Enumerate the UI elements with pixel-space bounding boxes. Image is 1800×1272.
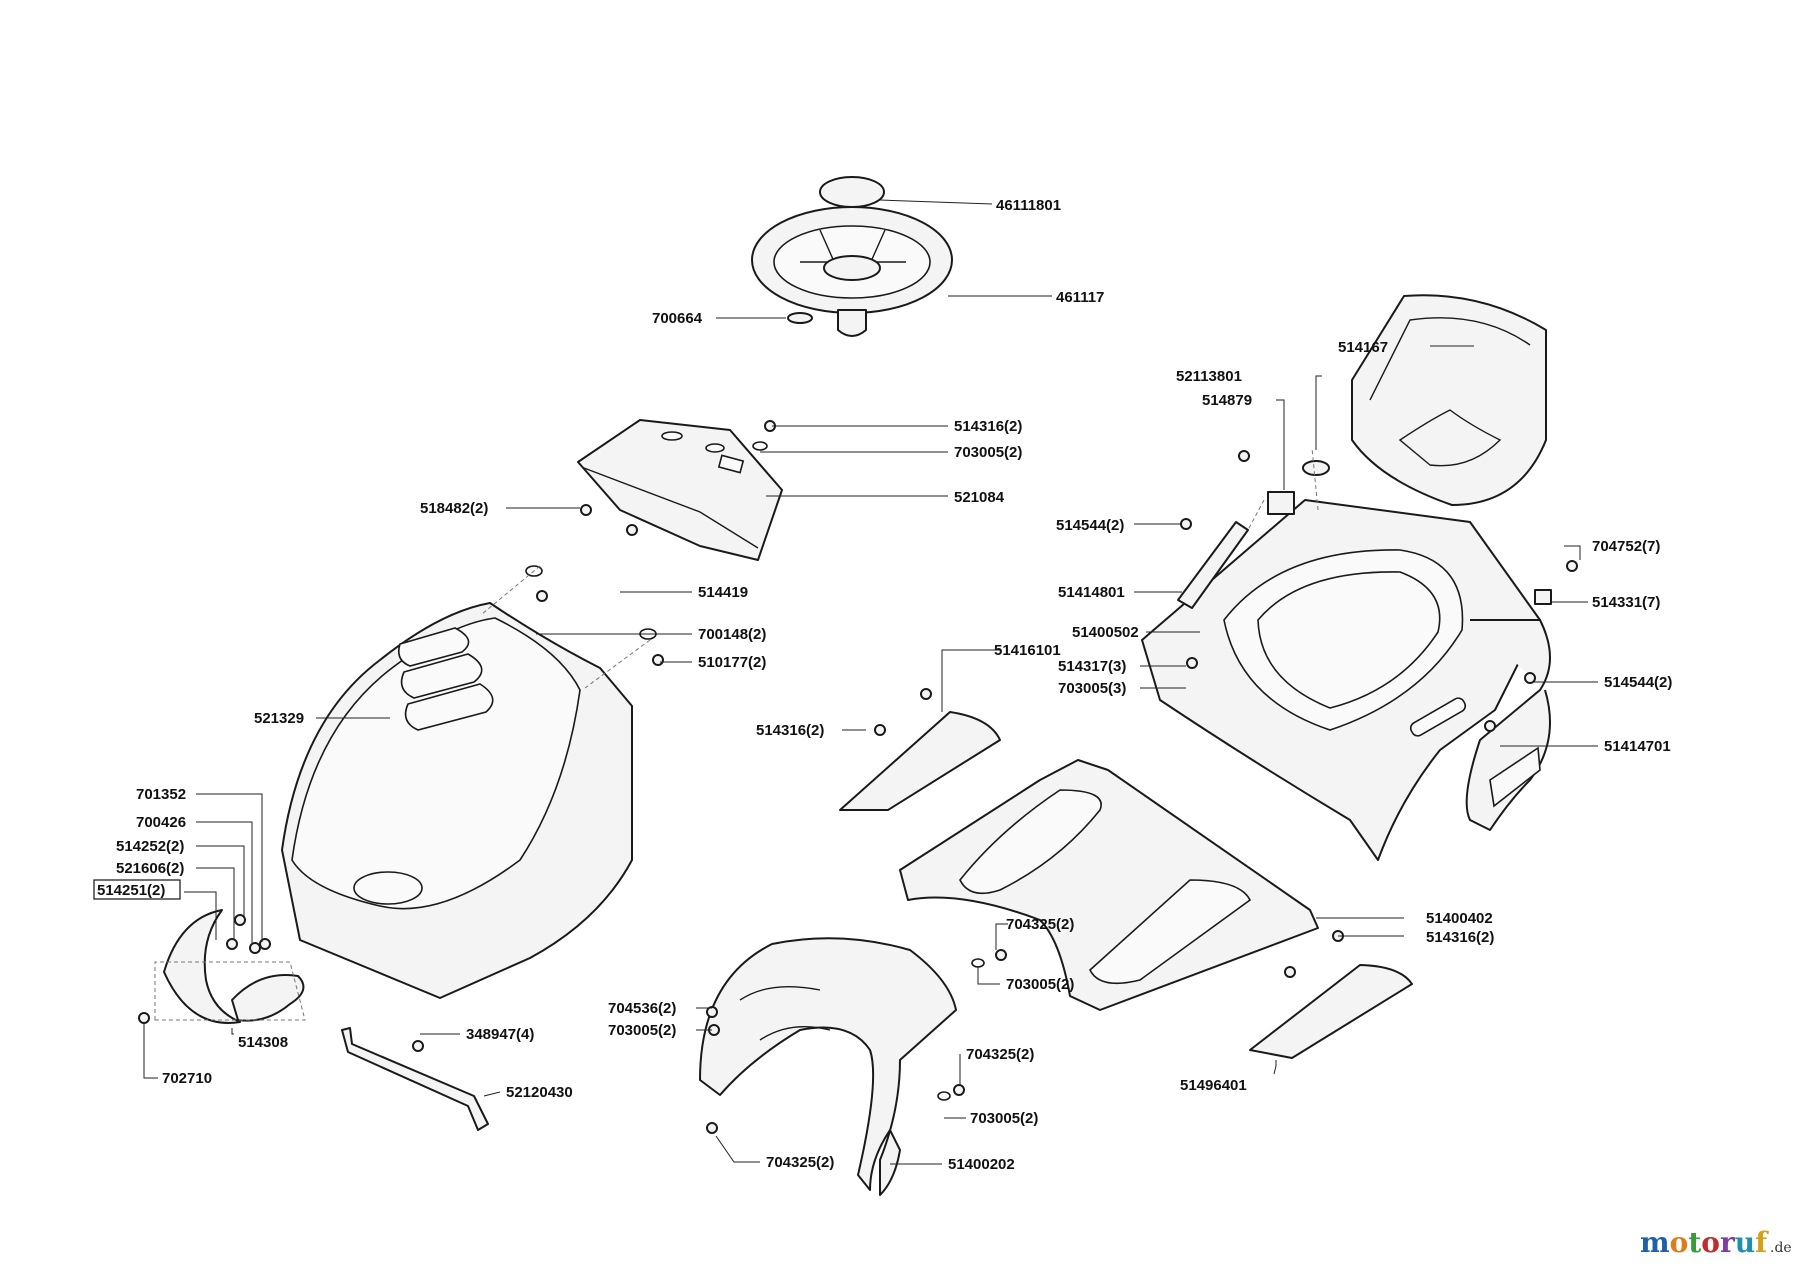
brand-letter: r xyxy=(1720,1226,1736,1259)
label-702710: 702710 xyxy=(162,1070,212,1087)
label-518482: 518482(2) xyxy=(420,500,488,517)
clip-514331 xyxy=(1534,589,1552,605)
label-514879: 514879 xyxy=(1202,392,1252,409)
steering-cap xyxy=(819,176,885,208)
label-514419: 514419 xyxy=(698,584,748,601)
label-703005-top: 703005(2) xyxy=(954,444,1022,461)
label-51400502: 51400502 xyxy=(1072,624,1139,641)
front-hood xyxy=(281,602,633,999)
brand-suffix: .de xyxy=(1770,1240,1792,1256)
label-703005-mid: 703005(3) xyxy=(1058,680,1126,697)
label-704325-b: 704325(2) xyxy=(966,1046,1034,1063)
label-514251: 514251(2) xyxy=(97,882,165,899)
brand-letter: t xyxy=(1688,1226,1701,1259)
label-703005-frame: 703005(2) xyxy=(608,1022,676,1039)
label-51414801: 51414801 xyxy=(1058,584,1125,601)
label-700148: 700148(2) xyxy=(698,626,766,643)
brand-letter: o xyxy=(1701,1226,1720,1259)
side-trim-and-switch xyxy=(1177,460,1552,609)
headlight-assembly xyxy=(154,909,306,1024)
brand-wordmark: motoruf xyxy=(1640,1226,1769,1259)
label-704752: 704752(7) xyxy=(1592,538,1660,555)
label-700426: 700426 xyxy=(136,814,186,831)
label-51414701: 51414701 xyxy=(1604,738,1671,755)
label-51416101: 51416101 xyxy=(994,642,1061,659)
label-700664: 700664 xyxy=(652,310,703,327)
foot-mat-left xyxy=(839,711,1001,811)
steering-wheel-assembly xyxy=(751,176,953,337)
steering-shaft xyxy=(837,309,867,337)
label-521084: 521084 xyxy=(954,489,1005,506)
label-521329: 521329 xyxy=(254,710,304,727)
label-514316-top: 514316(2) xyxy=(954,418,1022,435)
label-514316-right: 514316(2) xyxy=(1426,929,1494,946)
rear-body-panel xyxy=(1141,499,1551,861)
label-52120430: 52120430 xyxy=(506,1084,573,1101)
switch-514879 xyxy=(1267,491,1295,515)
label-704325-a: 704325(2) xyxy=(1006,916,1074,933)
brand-letter: u xyxy=(1735,1226,1755,1259)
dashboard-panel xyxy=(577,419,783,561)
label-51400202: 51400202 xyxy=(948,1156,1015,1173)
label-514252: 514252(2) xyxy=(116,838,184,855)
hardware-fasteners xyxy=(138,420,1578,1134)
part-number-labels: 46111801 461117 700664 514167 52113801 5… xyxy=(93,197,1672,1173)
label-51400402: 51400402 xyxy=(1426,910,1493,927)
footboard-mats xyxy=(839,711,1413,1059)
brand-letter: f xyxy=(1755,1226,1769,1259)
label-514331: 514331(7) xyxy=(1592,594,1660,611)
foot-mat-right xyxy=(1249,964,1413,1059)
brand-logo: motoruf .de xyxy=(1640,1226,1792,1259)
label-521606: 521606(2) xyxy=(116,860,184,877)
label-514308: 514308 xyxy=(238,1034,288,1051)
leader-lines xyxy=(143,199,1598,1165)
brand-letter: m xyxy=(1640,1226,1670,1259)
label-703005-center: 703005(2) xyxy=(1006,976,1074,993)
label-461117: 461117 xyxy=(1056,289,1104,306)
seat xyxy=(1351,294,1547,506)
label-514316-left: 514316(2) xyxy=(756,722,824,739)
label-704325-c: 704325(2) xyxy=(766,1154,834,1171)
label-703005-lower: 703005(2) xyxy=(970,1110,1038,1127)
label-51496401: 51496401 xyxy=(1180,1077,1247,1094)
clip-ring xyxy=(787,312,813,324)
highlight-box xyxy=(93,879,181,900)
label-701352: 701352 xyxy=(136,786,186,803)
label-514317: 514317(3) xyxy=(1058,658,1126,675)
mounting-bracket xyxy=(341,1027,489,1131)
label-348947: 348947(4) xyxy=(466,1026,534,1043)
label-514544-top: 514544(2) xyxy=(1056,517,1124,534)
brand-letter: o xyxy=(1670,1226,1689,1259)
label-52113801: 52113801 xyxy=(1176,368,1242,385)
label-510177: 510177(2) xyxy=(698,654,766,671)
label-514167: 514167 xyxy=(1338,339,1388,356)
assembly-guides xyxy=(481,447,1319,689)
label-514544-right: 514544(2) xyxy=(1604,674,1672,691)
front-lower-frame xyxy=(699,937,957,1196)
label-46111801: 46111801 xyxy=(996,197,1061,214)
floor-panel xyxy=(899,759,1319,1011)
label-704536: 704536(2) xyxy=(608,1000,676,1017)
